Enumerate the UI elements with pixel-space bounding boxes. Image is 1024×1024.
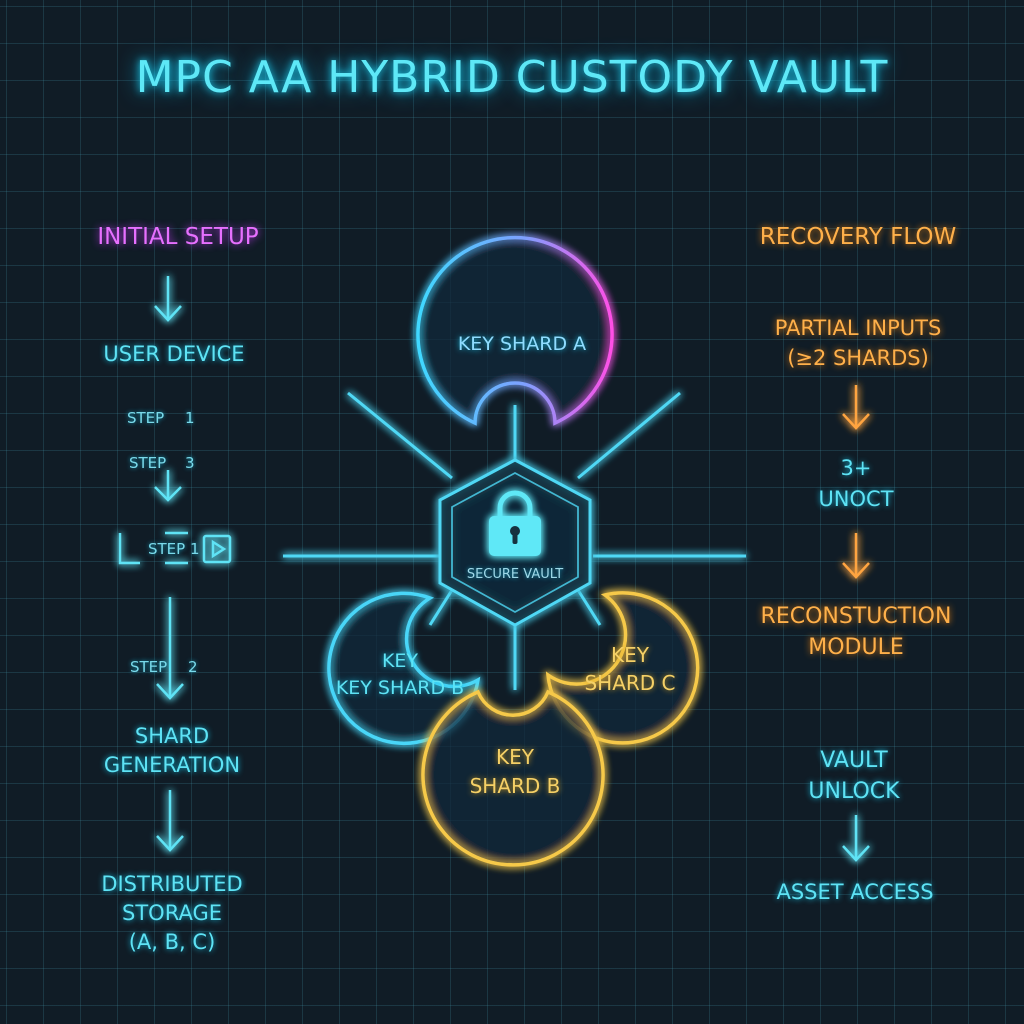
- step-box-label: STEP 1: [148, 540, 200, 558]
- distributed-storage-label: DISTRIBUTED STORAGE (A, B, C): [101, 872, 243, 954]
- recovery-flow-heading: RECOVERY FLOW: [759, 224, 957, 250]
- arrow-down-icon: [842, 533, 870, 579]
- arrow-down-icon: [154, 276, 182, 322]
- arrow-down-icon: [842, 815, 870, 862]
- key-shard-a-circle: [416, 235, 614, 426]
- key-shard-b-bottom-label: KEY SHARD B: [469, 745, 561, 798]
- step-label: STEP 2: [130, 658, 198, 676]
- lock-icon: [489, 490, 541, 556]
- arrow-down-icon: [154, 470, 182, 502]
- left-flow-arrows: [154, 276, 184, 852]
- key-shard-a-label: KEY SHARD A: [457, 333, 587, 355]
- arrow-down-icon: [156, 597, 184, 700]
- step-label: STEP 1: [127, 409, 195, 427]
- key-shard-b-left-label: KEY KEY SHARD B: [335, 650, 465, 699]
- secure-vault-label: SECURE VAULT: [466, 567, 564, 582]
- key-shard-b-bottom-circle: [421, 689, 605, 867]
- step-label: STEP 3: [129, 454, 195, 472]
- connector-lines: [283, 391, 746, 690]
- asset-access-label: ASSET ACCESS: [776, 880, 934, 904]
- initial-setup-heading: INITIAL SETUP: [97, 224, 259, 250]
- partial-inputs-label: PARTIAL INPUTS (≥2 SHARDS): [774, 316, 942, 370]
- play-icon: [211, 539, 227, 559]
- key-shard-c-label: KEY SHARD C: [584, 643, 676, 695]
- reconstruction-module-label: RECONSTUCTION MODULE: [760, 604, 952, 660]
- unoct-label: 3+ UNOCT: [818, 456, 894, 511]
- page-title: MPC AA HYBRID CUSTODY VAULT: [135, 52, 889, 103]
- step-box-graphic: [118, 531, 232, 565]
- shard-generation-label: SHARD GENERATION: [103, 724, 241, 777]
- user-device-label: USER DEVICE: [103, 342, 245, 366]
- key-shard-b-left-circle: [327, 591, 481, 746]
- right-flow-arrows: [842, 385, 870, 579]
- right-flow-arrows-cyan: [842, 815, 870, 862]
- arrow-down-icon: [842, 385, 870, 430]
- arrow-down-icon: [156, 790, 184, 852]
- vault-unlock-label: VAULT UNLOCK: [808, 748, 900, 804]
